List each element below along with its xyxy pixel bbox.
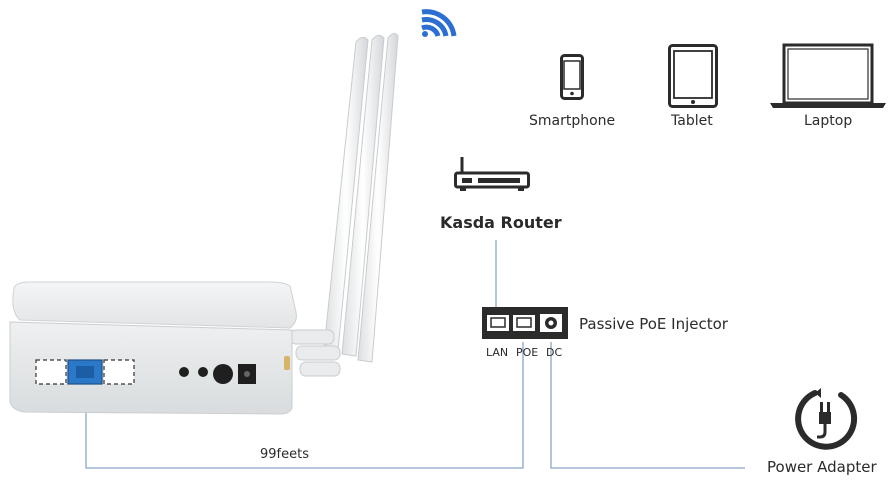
power-plug-icon: [795, 388, 858, 450]
port-label-poe: POE: [516, 346, 539, 359]
ap-cable-line: [85, 342, 524, 469]
wifi-icon: [421, 9, 457, 37]
ap-lan-ports: [35, 359, 135, 385]
injector-label: Passive PoE Injector: [579, 315, 728, 333]
antenna-group: [289, 32, 399, 377]
port-label-lan: LAN: [486, 346, 509, 359]
smartphone-label: Smartphone: [529, 113, 616, 129]
access-point-device: [9, 32, 399, 415]
cable-distance-label: 99feets: [260, 447, 309, 462]
poe-injector-icon: [482, 307, 568, 339]
laptop-label: Laptop: [804, 113, 853, 129]
power-cable-line: [550, 342, 745, 469]
router-icon: [454, 157, 530, 191]
tablet-label: Tablet: [671, 113, 713, 129]
port-label-dc: DC: [546, 346, 563, 359]
router-label: Kasda Router: [440, 213, 562, 232]
laptop-icon: [770, 43, 886, 108]
smartphone-icon: [560, 54, 584, 100]
power-adapter-label: Power Adapter: [767, 458, 877, 476]
tablet-icon: [668, 44, 718, 108]
